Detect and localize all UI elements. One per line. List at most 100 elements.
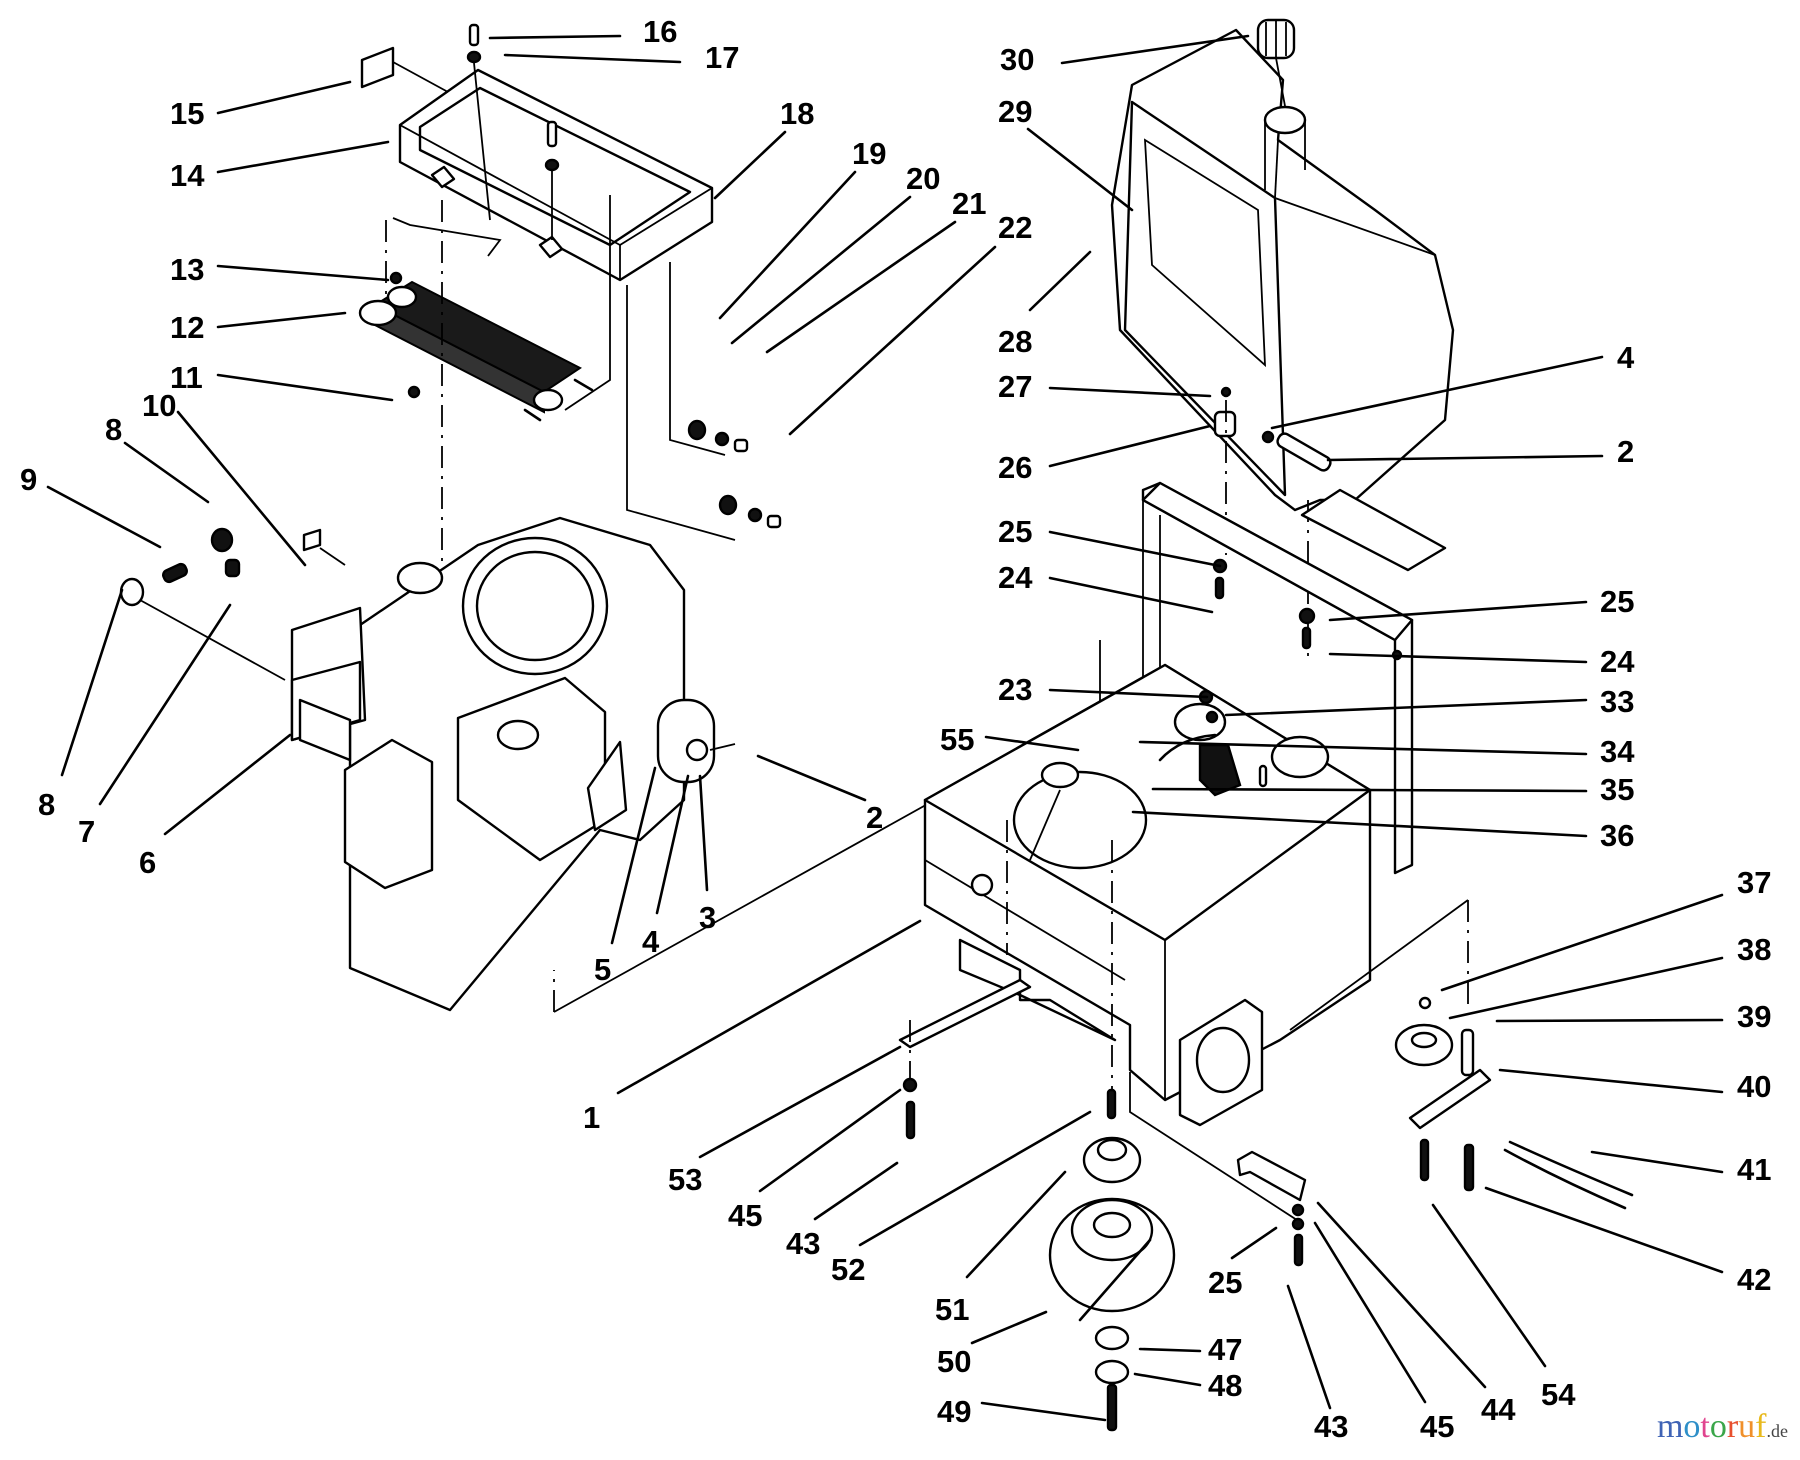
callout-label-2: 2	[866, 800, 883, 835]
leader-line	[730, 195, 912, 345]
callout-label-54: 54	[1541, 1377, 1576, 1412]
callout-label-3: 3	[699, 900, 716, 935]
leader-line	[813, 1161, 899, 1221]
leader-line	[1286, 1284, 1332, 1410]
callout-label-8: 8	[38, 787, 55, 822]
leader-line	[503, 53, 682, 64]
callout-label-8: 8	[105, 412, 122, 447]
callout-label-35: 35	[1600, 772, 1634, 807]
leader-line	[713, 130, 787, 200]
callout-label-37: 37	[1737, 865, 1771, 900]
leader-line	[1313, 1221, 1427, 1404]
callout-label-5: 5	[594, 952, 611, 987]
mounting-plate	[898, 978, 1032, 1140]
callout-label-41: 41	[1737, 1152, 1771, 1187]
fitting-set	[687, 419, 782, 529]
callout-label-25: 25	[1600, 584, 1634, 619]
tank-support-frame	[1141, 481, 1447, 875]
leader-line	[1048, 530, 1222, 568]
callout-label-22: 22	[998, 210, 1032, 245]
air-cleaner-cover	[398, 68, 714, 282]
leader-line	[698, 774, 709, 892]
callout-label-45: 45	[1420, 1409, 1454, 1444]
leader-line	[1048, 576, 1214, 614]
leader-line	[1328, 600, 1588, 622]
watermark-letter: t	[1700, 1408, 1710, 1445]
fuel-cap	[1256, 18, 1296, 107]
callout-label-13: 13	[170, 252, 204, 287]
callout-label-26: 26	[998, 450, 1032, 485]
callout-label-16: 16	[643, 14, 677, 49]
callout-label-47: 47	[1208, 1332, 1242, 1367]
watermark-letter: o	[1683, 1408, 1701, 1445]
leader-line	[216, 373, 394, 402]
callout-label-12: 12	[170, 310, 204, 345]
leader-line	[1448, 956, 1724, 1020]
leader-line	[1484, 1186, 1724, 1274]
leader-line	[60, 588, 124, 777]
callout-label-11: 11	[170, 360, 203, 395]
leader-line	[1133, 1372, 1202, 1387]
leader-line	[1028, 250, 1092, 312]
leader-line	[1048, 386, 1212, 398]
callout-label-29: 29	[998, 94, 1032, 129]
chassis-frame	[923, 663, 1372, 1127]
callout-label-51: 51	[935, 1292, 969, 1327]
idler-assembly	[1394, 996, 1634, 1210]
callout-label-40: 40	[1737, 1069, 1771, 1104]
leader-line	[788, 245, 997, 436]
callout-label-23: 23	[998, 672, 1032, 707]
callout-label-14: 14	[170, 158, 205, 193]
leader-line	[765, 220, 957, 354]
leader-line	[216, 80, 352, 115]
callout-label-6: 6	[139, 845, 156, 880]
callout-label-55: 55	[940, 722, 974, 757]
watermark-tld: .de	[1766, 1421, 1789, 1441]
leader-line	[756, 754, 867, 802]
watermark-letter: u	[1738, 1408, 1756, 1445]
callout-label-24: 24	[1600, 644, 1635, 679]
callout-label-18: 18	[780, 96, 814, 131]
watermark-letter: f	[1755, 1408, 1767, 1445]
callout-label-24: 24	[998, 560, 1033, 595]
leader-line	[98, 603, 232, 806]
leader-line	[655, 774, 690, 915]
leader-line	[1230, 1226, 1278, 1260]
leader-line	[46, 485, 162, 549]
leader-line	[698, 1045, 902, 1159]
leader-line	[216, 140, 390, 174]
callout-label-43: 43	[1314, 1409, 1348, 1444]
watermark-letter: o	[1709, 1408, 1727, 1445]
callout-label-28: 28	[998, 324, 1032, 359]
callout-label-30: 30	[1000, 42, 1034, 77]
callout-label-38: 38	[1737, 932, 1771, 967]
leader-line	[163, 733, 292, 836]
screw	[466, 23, 491, 221]
callout-label-39: 39	[1737, 999, 1771, 1034]
callout-label-33: 33	[1600, 684, 1634, 719]
leader-line	[216, 311, 347, 329]
callout-label-49: 49	[937, 1394, 971, 1429]
leader-line	[1498, 1068, 1724, 1094]
callout-label-19: 19	[852, 136, 886, 171]
leader-line	[1138, 740, 1588, 756]
leader-line	[1048, 424, 1212, 468]
leader-line	[1138, 1347, 1202, 1353]
leader-line	[1270, 355, 1604, 430]
leader-line	[1026, 127, 1134, 212]
callout-label-48: 48	[1208, 1368, 1242, 1403]
leader-line	[488, 34, 622, 40]
callout-label-21: 21	[952, 186, 986, 221]
leader-line	[1316, 1201, 1487, 1389]
callout-label-4: 4	[642, 924, 660, 959]
leader-line	[965, 1170, 1067, 1279]
leader-line	[984, 735, 1080, 752]
leader-line	[1495, 1018, 1724, 1023]
callout-label-27: 27	[998, 369, 1032, 404]
leader-line	[970, 1310, 1048, 1345]
callout-label-45: 45	[728, 1198, 762, 1233]
decal	[360, 46, 395, 89]
watermark-logo: motoruf	[1657, 1408, 1767, 1445]
callout-label-52: 52	[831, 1252, 865, 1287]
